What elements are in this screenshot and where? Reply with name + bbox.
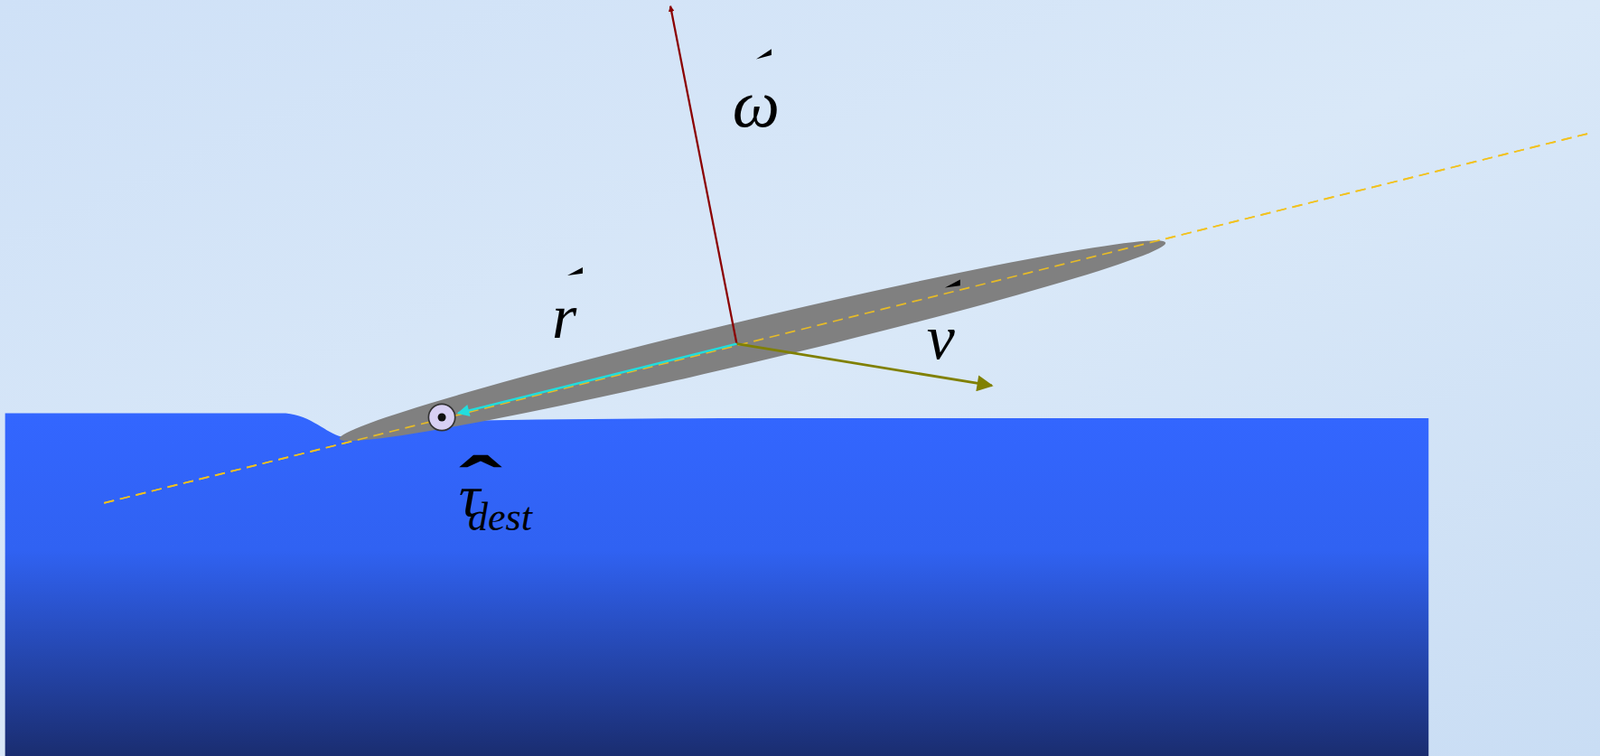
- vector-mark: [567, 267, 583, 276]
- vector-mark: [756, 48, 772, 59]
- vector-mark: [945, 279, 961, 288]
- velocity-symbol: v: [926, 306, 955, 370]
- axis-line: [103, 132, 1592, 504]
- torque-out-of-page-symbol: [428, 403, 455, 431]
- omega-vector: [670, 6, 737, 345]
- stone-ellipse: [334, 222, 1170, 460]
- torque-dot: [438, 412, 447, 422]
- axis-line-overlay: [103, 132, 1592, 504]
- omega-symbol: ω: [732, 70, 780, 138]
- radius-vector: [458, 344, 737, 414]
- subscript-label: dest: [467, 497, 533, 538]
- water-body: [5, 412, 1430, 756]
- radius-symbol: r: [552, 285, 577, 349]
